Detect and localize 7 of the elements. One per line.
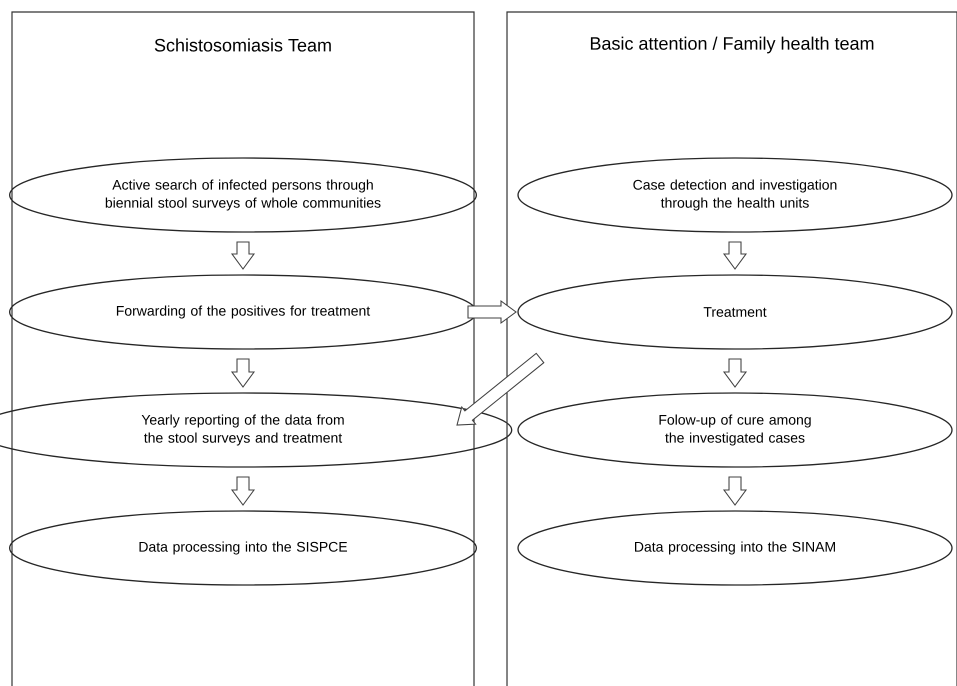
block-arrow bbox=[722, 358, 748, 388]
block-arrow bbox=[722, 241, 748, 270]
block-arrow bbox=[722, 476, 748, 506]
block-arrow bbox=[230, 241, 256, 270]
block-arrow bbox=[230, 476, 256, 506]
block-arrow bbox=[467, 300, 517, 324]
block-arrow bbox=[230, 358, 256, 388]
